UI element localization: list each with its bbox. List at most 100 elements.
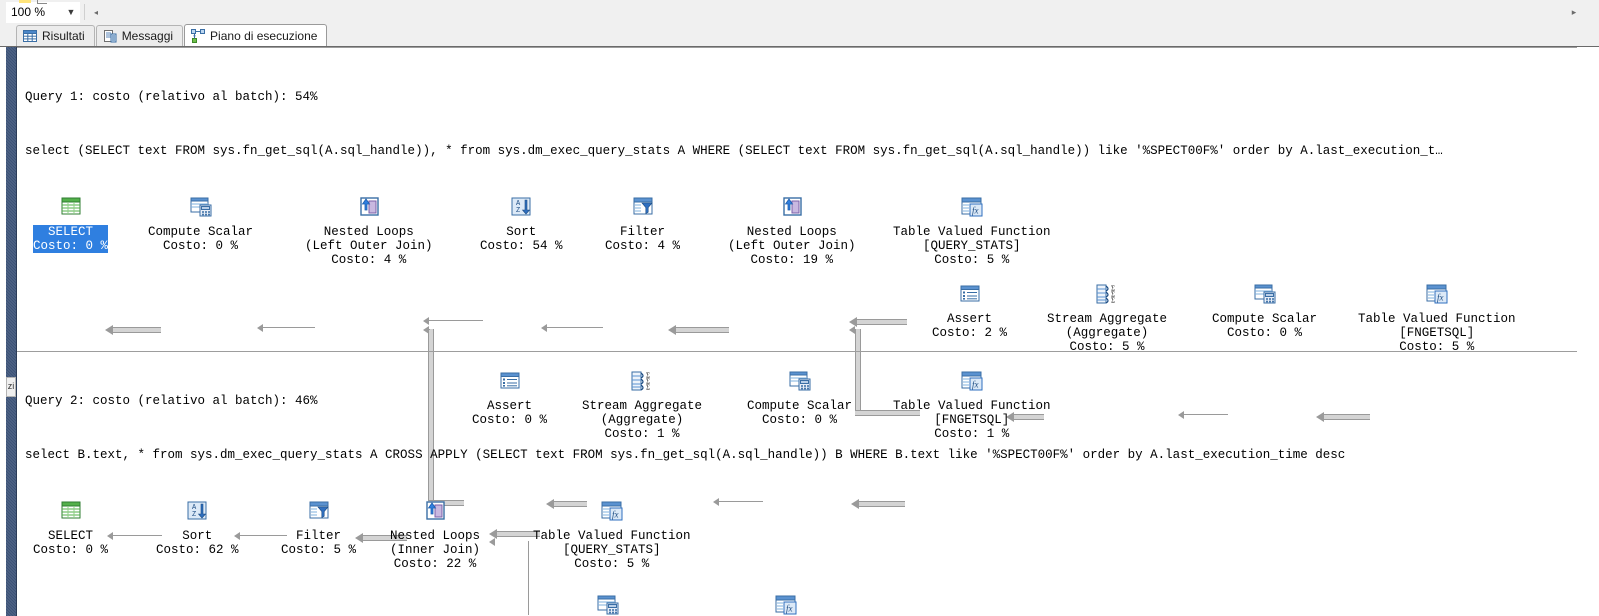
plan-node-cost: Costo: 0 % [472,413,548,427]
plan-node-subtitle: (Left Outer Join) [305,239,433,253]
query-2-sql-text: select B.text, * from sys.dm_exec_query_… [25,448,1346,462]
plan-node-subtitle: [QUERY_STATS] [563,543,661,557]
tab-messaggi[interactable]: Messaggi [95,25,184,46]
plan-node-cost: Costo: 2 % [932,326,1008,340]
tab-piano-di-esecuzione[interactable]: Piano di esecuzione [184,24,328,46]
plan-node-cost: Costo: 0 % [1227,326,1303,340]
zoom-level-combobox[interactable]: 100 % ▼ [6,1,80,23]
plan-node-cost: Costo: 5 % [574,557,650,571]
grid-results-icon [23,30,37,42]
plan-node-label: Assert [487,399,533,413]
plan-node-label: Nested Loops [323,225,414,239]
svg-text:Σ: Σ [646,372,650,380]
svg-text:fx: fx [1437,293,1444,303]
plan-node-label: Stream Aggregate [582,399,703,413]
plan-node-q1-sa2[interactable]: Σ Σ Σ Stream Aggregate(Aggregate)Costo: 1… [582,370,702,441]
execution-plan-pane: zi Query 1: costo (relativo al batch): 5… [0,46,1599,616]
query-2-header: Query 2: costo (relativo al batch): 46% … [17,351,1577,500]
nested-loops-icon [783,197,802,216]
plan-node-subtitle: [QUERY_STATS] [923,239,1021,253]
rail-collapse-tab[interactable]: zi [6,377,16,397]
table-valued-fn-icon: fx [961,371,983,391]
filter-icon [309,501,329,519]
plan-node-label: Filter [620,225,666,239]
query-1-cost-line: Query 1: costo (relativo al batch): 54% [25,90,318,104]
query-1-sql-text: select (SELECT text FROM sys.fn_get_sql(… [25,144,1443,158]
plan-node-cost: Costo: 5 % [281,543,357,557]
plan-node-cost: Costo: 22 % [393,557,477,571]
pane-splitter-rail[interactable]: zi [6,47,17,616]
table-valued-fn-icon: fx [775,595,797,615]
tab-risultati[interactable]: Risultati [16,25,95,46]
svg-text:A: A [192,504,197,512]
plan-node-q2-nl[interactable]: Nested Loops(Inner Join)Costo: 22 % [390,500,480,571]
plan-node-subtitle: (Aggregate) [1065,326,1149,340]
compute-scalar-icon [597,595,619,615]
compute-scalar-icon [190,197,212,217]
table-valued-fn-icon: fx [961,197,983,217]
plan-node-cost: Costo: 54 % [480,239,563,253]
assert-icon [500,372,519,389]
chevron-down-icon[interactable]: ▼ [66,6,76,17]
plan-node-subtitle: (Inner Join) [390,543,481,557]
plan-node-label: Compute Scalar [148,225,254,239]
messages-icon [103,30,117,43]
plan-node-cost: Costo: 5 % [934,253,1010,267]
table-valued-fn-icon: fx [1426,284,1448,304]
plan-node-label: Nested Loops [390,529,481,543]
plan-canvas[interactable]: Query 1: costo (relativo al batch): 54% … [17,47,1599,615]
svg-text:fx: fx [972,380,979,390]
plan-node-q1-nl2[interactable]: Nested Loops(Left Outer Join)Costo: 19 % [728,196,856,267]
plan-node-label: Nested Loops [746,225,837,239]
plan-node-label: Table Valued Function [893,225,1051,239]
zoom-toolbar: 100 % ▼ ◂ ▸ [0,0,1599,24]
plan-node-q1-nl1[interactable]: Nested Loops(Left Outer Join)Costo: 4 % [305,196,433,267]
stream-aggregate-icon: Σ Σ Σ [631,371,650,392]
plan-node-cost: Costo: 5 % [1069,340,1145,354]
filter-icon [633,197,653,215]
svg-text:Σ: Σ [646,384,650,392]
stream-aggregate-icon: Σ Σ Σ [1096,284,1115,305]
query-1-header: Query 1: costo (relativo al batch): 54% … [17,47,1577,196]
tab-risultati-label: Risultati [42,29,85,43]
triangle-right-icon[interactable]: ▸ [1571,7,1577,17]
plan-node-cost: Costo: 1 % [604,427,680,441]
query-2-cost-line: Query 2: costo (relativo al batch): 46% [25,394,318,408]
plan-node-cost: Costo: 62 % [156,543,239,557]
tab-piano-label: Piano di esecuzione [210,28,318,43]
plan-node-cost: Costo: 1 % [934,427,1010,441]
compute-scalar-icon [1254,284,1276,304]
sort-icon: A Z [187,501,207,520]
plan-node-subtitle: (Aggregate) [600,413,684,427]
plan-node-label: Table Valued Function [533,529,691,543]
plan-node-cost: Costo: 0 % [762,413,838,427]
plan-node-label: SELECT [33,225,109,239]
svg-text:Z: Z [192,511,196,519]
results-tabstrip: Risultati Messaggi [0,24,1599,46]
triangle-left-icon[interactable]: ◂ [93,7,98,17]
compute-scalar-icon [789,371,811,391]
plan-node-label: SELECT [48,529,94,543]
svg-text:fx: fx [786,604,793,614]
svg-text:A: A [516,200,521,208]
